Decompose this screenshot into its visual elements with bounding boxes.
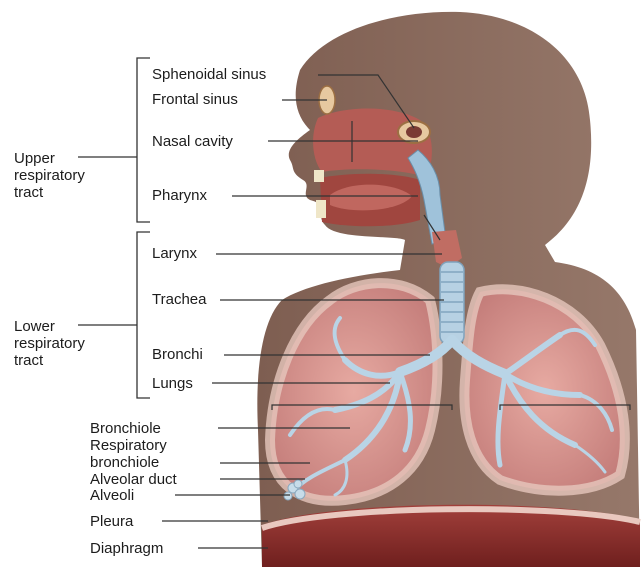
respiratory-bronchiole-line-2: bronchiole <box>90 454 167 471</box>
upper-respiratory-tract-label: Upper respiratory tract <box>14 150 85 201</box>
pleura-label: Pleura <box>90 513 133 530</box>
respiratory-bronchiole-label: Respiratory bronchiole <box>90 437 167 471</box>
nasal-cavity-label: Nasal cavity <box>152 133 233 150</box>
upper-teeth <box>314 170 324 182</box>
upper-label-line-1: Upper <box>14 150 85 167</box>
sphenoidal-sinus-label: Sphenoidal sinus <box>152 66 266 83</box>
bronchiole-label: Bronchiole <box>90 420 161 437</box>
frontal-sinus-label: Frontal sinus <box>152 91 238 108</box>
larynx-label: Larynx <box>152 245 197 262</box>
lower-label-line-2: respiratory <box>14 335 85 352</box>
alveolar-duct-label: Alveolar duct <box>90 471 177 488</box>
lungs-label: Lungs <box>152 375 193 392</box>
trachea-rings <box>441 272 463 332</box>
respiratory-bronchiole-line-1: Respiratory <box>90 437 167 454</box>
lower-label-line-1: Lower <box>14 318 85 335</box>
alveoli-label: Alveoli <box>90 487 134 504</box>
upper-label-line-2: respiratory <box>14 167 85 184</box>
trachea-label: Trachea <box>152 291 206 308</box>
group-brackets <box>78 58 150 398</box>
lower-label-line-3: tract <box>14 352 85 369</box>
lower-teeth <box>316 200 326 218</box>
upper-label-line-3: tract <box>14 184 85 201</box>
bronchi-label: Bronchi <box>152 346 203 363</box>
lower-respiratory-tract-label: Lower respiratory tract <box>14 318 85 369</box>
diaphragm-label: Diaphragm <box>90 540 163 557</box>
pharynx-label: Pharynx <box>152 187 207 204</box>
